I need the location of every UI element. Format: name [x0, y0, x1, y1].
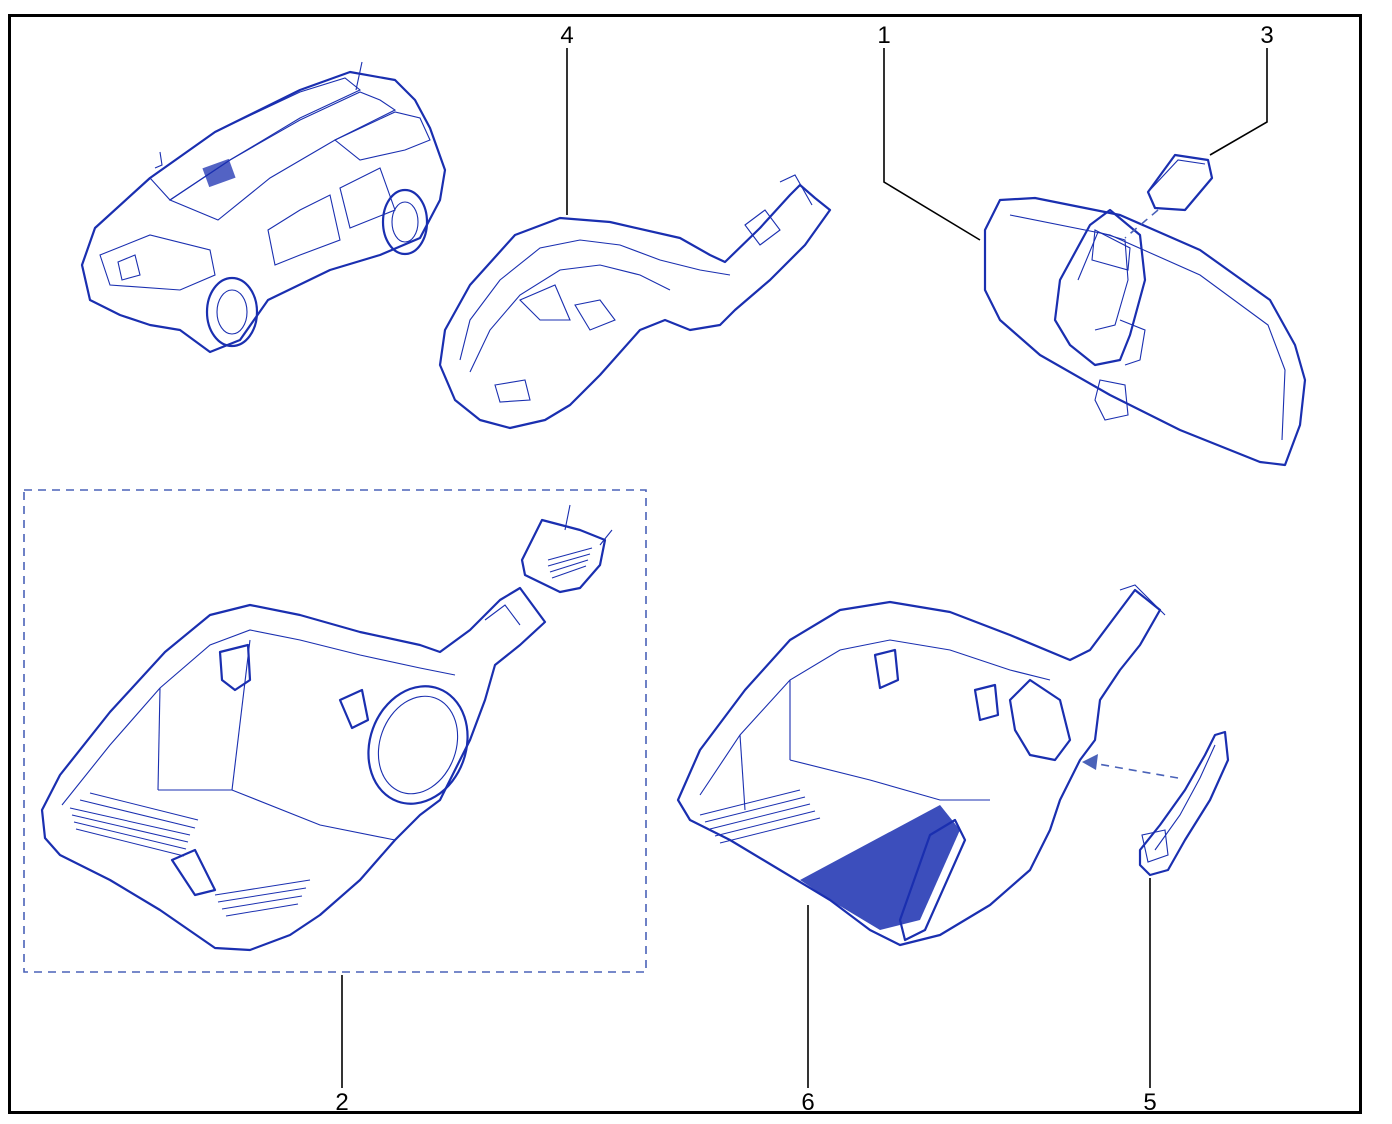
vehicle-overview [80, 61, 447, 354]
leader-lines [341, 48, 1268, 1088]
leader-3 [1209, 48, 1268, 156]
callout-3: 3 [1260, 22, 1273, 49]
callout-4: 4 [560, 22, 573, 49]
assembly-2-box [23, 489, 647, 973]
callout-2: 2 [335, 1089, 348, 1116]
diagram-frame [8, 14, 1362, 1114]
leader-1 [883, 48, 981, 241]
part-6-lower-housing [676, 584, 1166, 947]
part-5-side-clip [1082, 730, 1230, 877]
part-3-sensor-pad [1124, 153, 1214, 239]
part-4-upper-cover [438, 174, 832, 430]
part-2-cover-assembly [40, 586, 547, 952]
part-2-clip [520, 504, 613, 594]
callout-1: 1 [877, 22, 890, 49]
callout-5: 5 [1143, 1089, 1156, 1116]
part-1-mirror [983, 196, 1307, 467]
callout-6: 6 [801, 1089, 814, 1116]
